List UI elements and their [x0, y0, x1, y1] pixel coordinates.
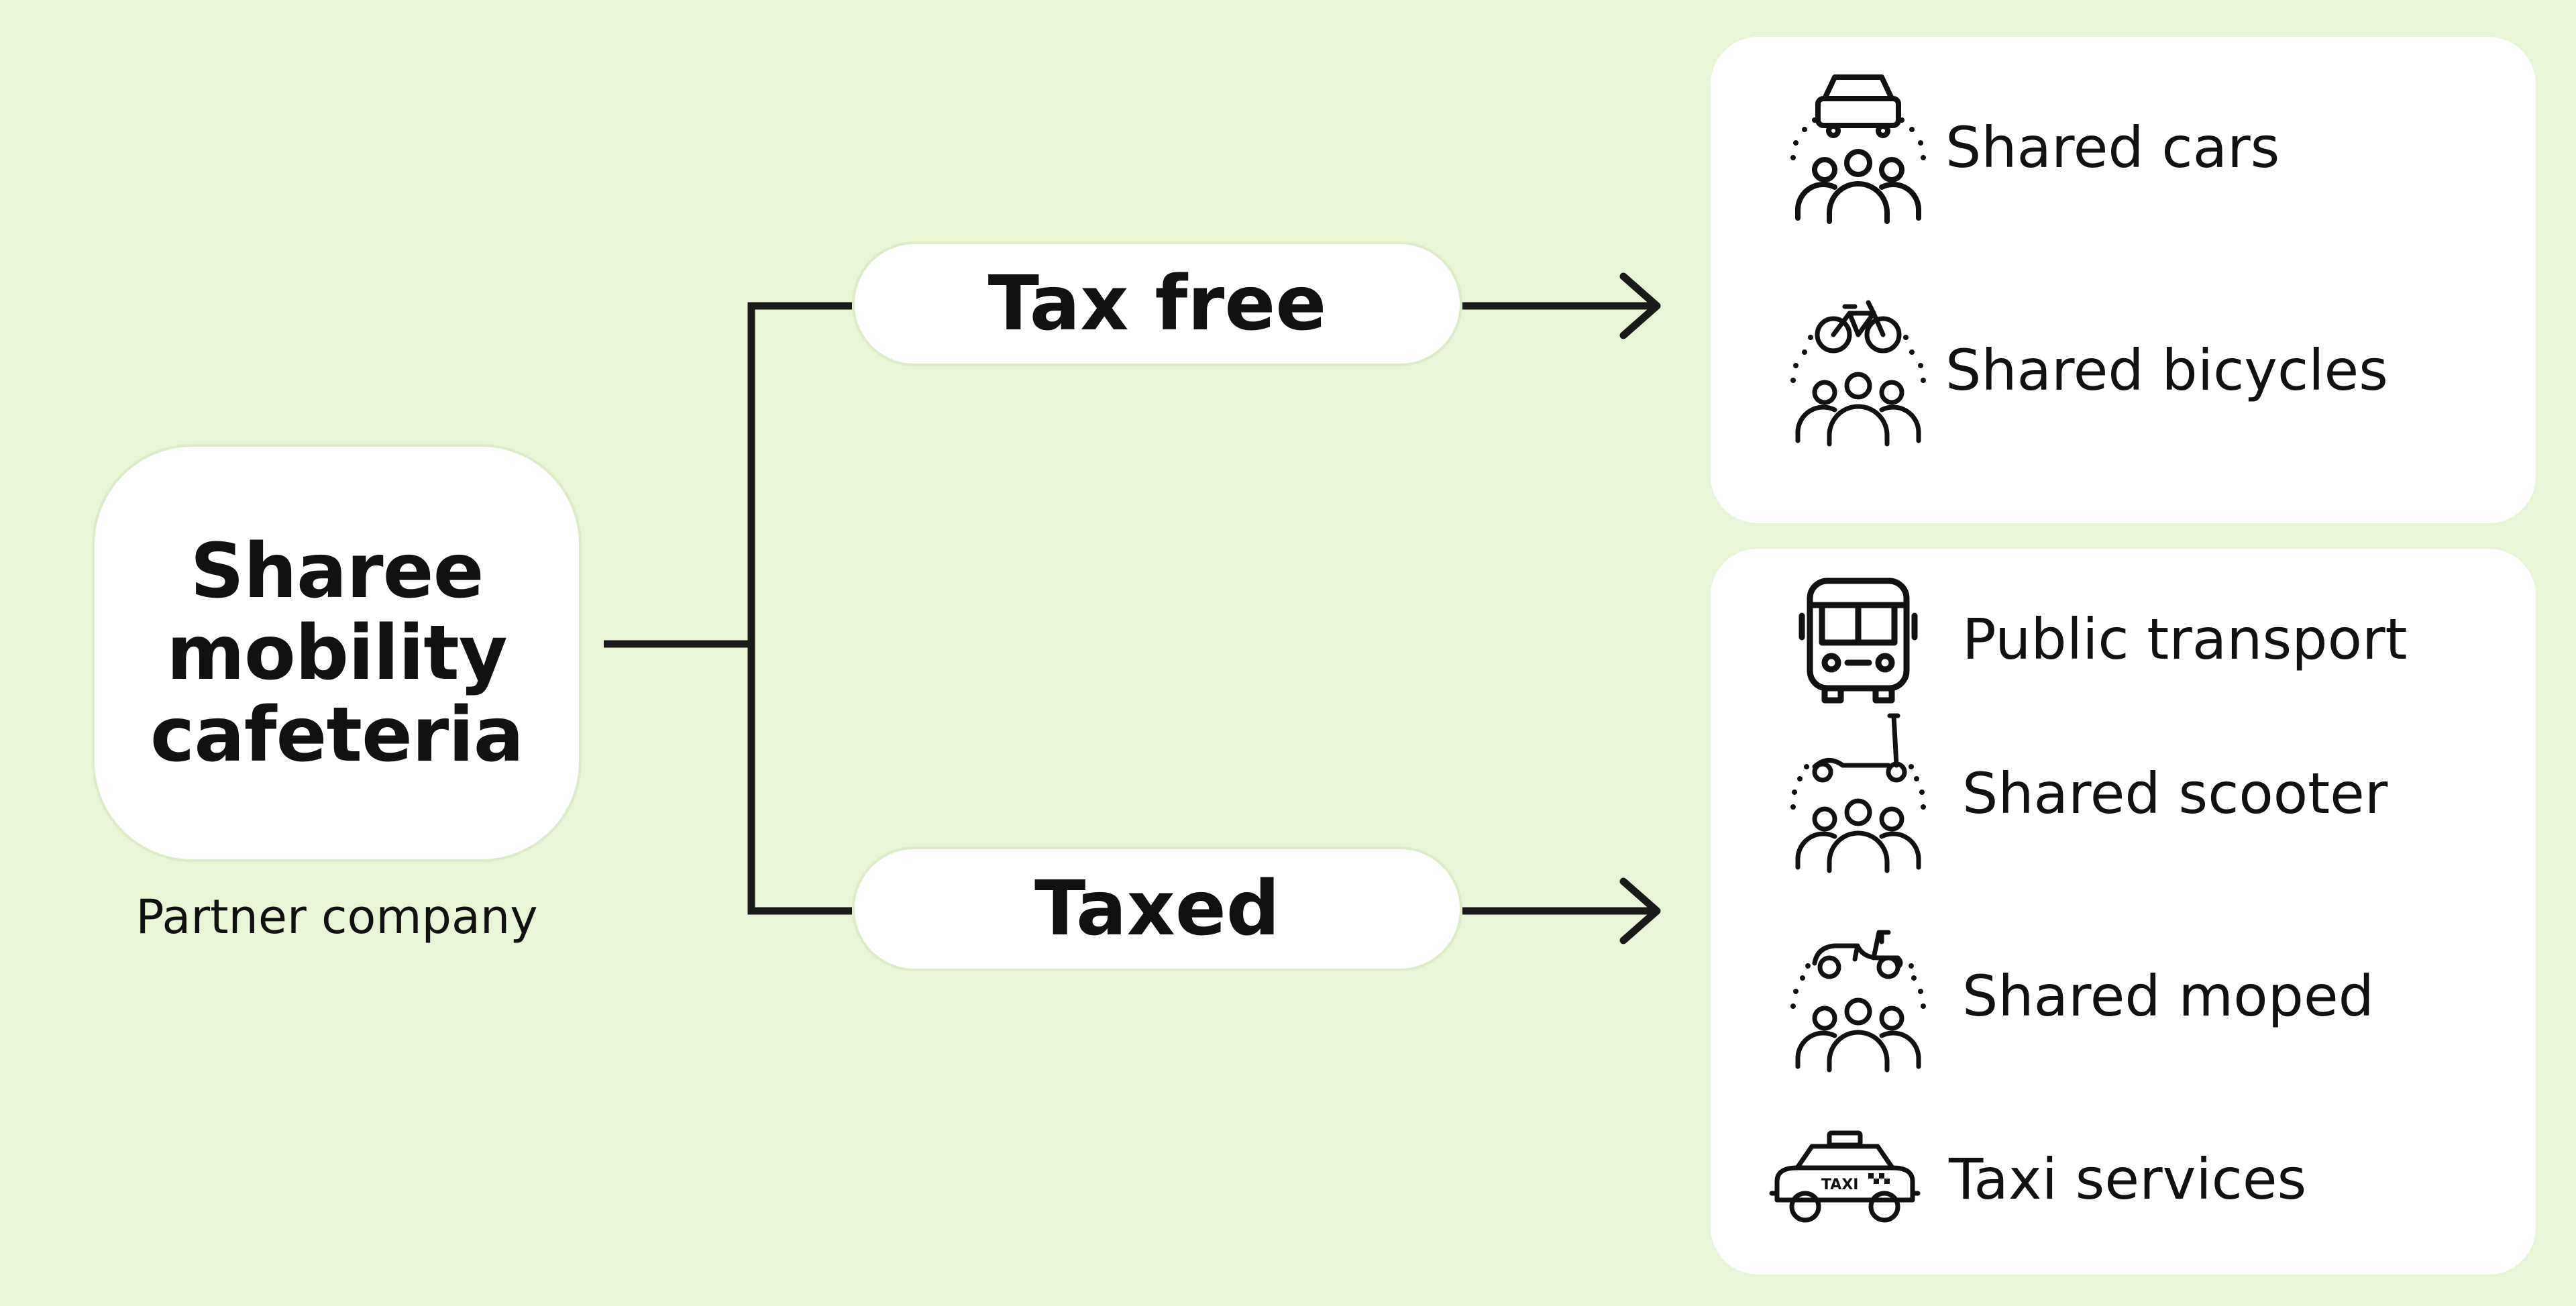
- shared-moped-label: Shared moped: [1962, 963, 2374, 1029]
- shared-bicycle-icon: [1790, 300, 1926, 447]
- taxi-icon: TAXI: [1769, 1130, 1921, 1223]
- list-item-taxi-services: TAXI Taxi services: [1758, 1102, 2306, 1256]
- list-item-shared-bicycles: Shared bicycles: [1784, 293, 2388, 447]
- public-transport-label: Public transport: [1962, 606, 2408, 672]
- list-item-shared-moped: Shared moped: [1784, 919, 2374, 1073]
- list-item-shared-scooter: Shared scooter: [1784, 713, 2388, 873]
- list-item-shared-cars: Shared cars: [1784, 70, 2279, 225]
- list-item-public-transport: Public transport: [1784, 562, 2407, 716]
- shared-scooter-label: Shared scooter: [1962, 761, 2388, 826]
- taxed-options-panel: Public transport: [1711, 549, 2536, 1274]
- taxed-arrow-head: [1619, 877, 1661, 944]
- tax-free-arrow-head: [1619, 272, 1661, 339]
- partner-company-caption: Partner company: [136, 889, 538, 944]
- taxed-pill: Taxed: [852, 847, 1462, 971]
- taxi-sign-text: TAXI: [1821, 1177, 1858, 1193]
- branch-bracket-line: [747, 302, 852, 915]
- shared-cars-label: Shared cars: [1945, 115, 2280, 180]
- sharee-mobility-cafeteria-box: Sharee mobility cafeteria: [92, 444, 582, 862]
- shared-moped-icon: [1790, 930, 1926, 1073]
- shared-scooter-icon: [1790, 713, 1926, 873]
- tax-free-pill: Tax free: [852, 241, 1462, 366]
- tax-free-options-panel: Shared cars: [1711, 37, 2536, 523]
- taxi-services-label: Taxi services: [1949, 1146, 2307, 1212]
- bus-icon: [1799, 578, 1918, 704]
- shared-car-icon: [1790, 74, 1926, 224]
- main-title: Sharee mobility cafeteria: [150, 527, 524, 779]
- shared-bicycles-label: Shared bicycles: [1945, 337, 2388, 403]
